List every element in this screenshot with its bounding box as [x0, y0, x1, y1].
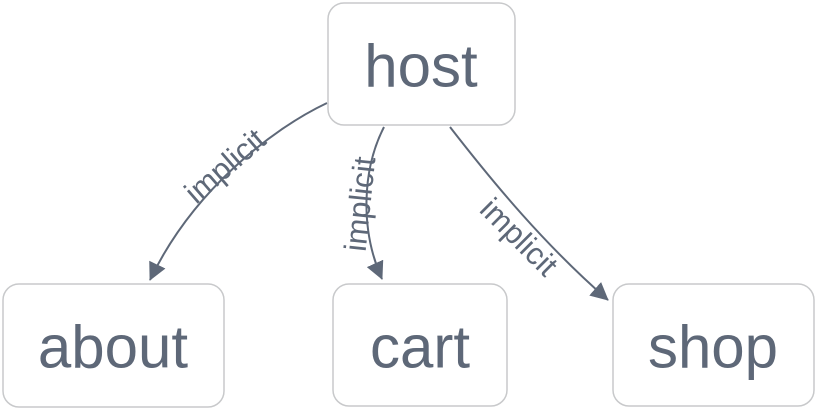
node-cart-label: cart	[370, 314, 470, 381]
edge-label-host-shop: implicit	[473, 191, 565, 283]
node-shop-label: shop	[648, 314, 778, 381]
edge-label-host-about: implicit	[178, 121, 273, 210]
node-cart-box[interactable]	[332, 283, 508, 407]
node-shop-box[interactable]	[612, 283, 815, 407]
edge-host-shop	[449, 126, 609, 301]
edge-label-host-cart: implicit	[338, 155, 383, 253]
edges-layer	[149, 102, 609, 301]
node-host-box[interactable]	[327, 2, 516, 126]
edge-host-cart	[365, 126, 385, 280]
node-host[interactable]: host	[327, 2, 516, 126]
node-shop[interactable]: shop	[612, 283, 815, 407]
node-about-box[interactable]	[2, 283, 225, 408]
node-host-label: host	[364, 33, 478, 100]
edge-labels-layer: implicit implicit implicit	[178, 121, 565, 283]
node-about-label: about	[38, 314, 188, 381]
node-cart[interactable]: cart	[332, 283, 508, 407]
node-about[interactable]: about	[2, 283, 225, 408]
edge-host-about	[149, 102, 328, 281]
